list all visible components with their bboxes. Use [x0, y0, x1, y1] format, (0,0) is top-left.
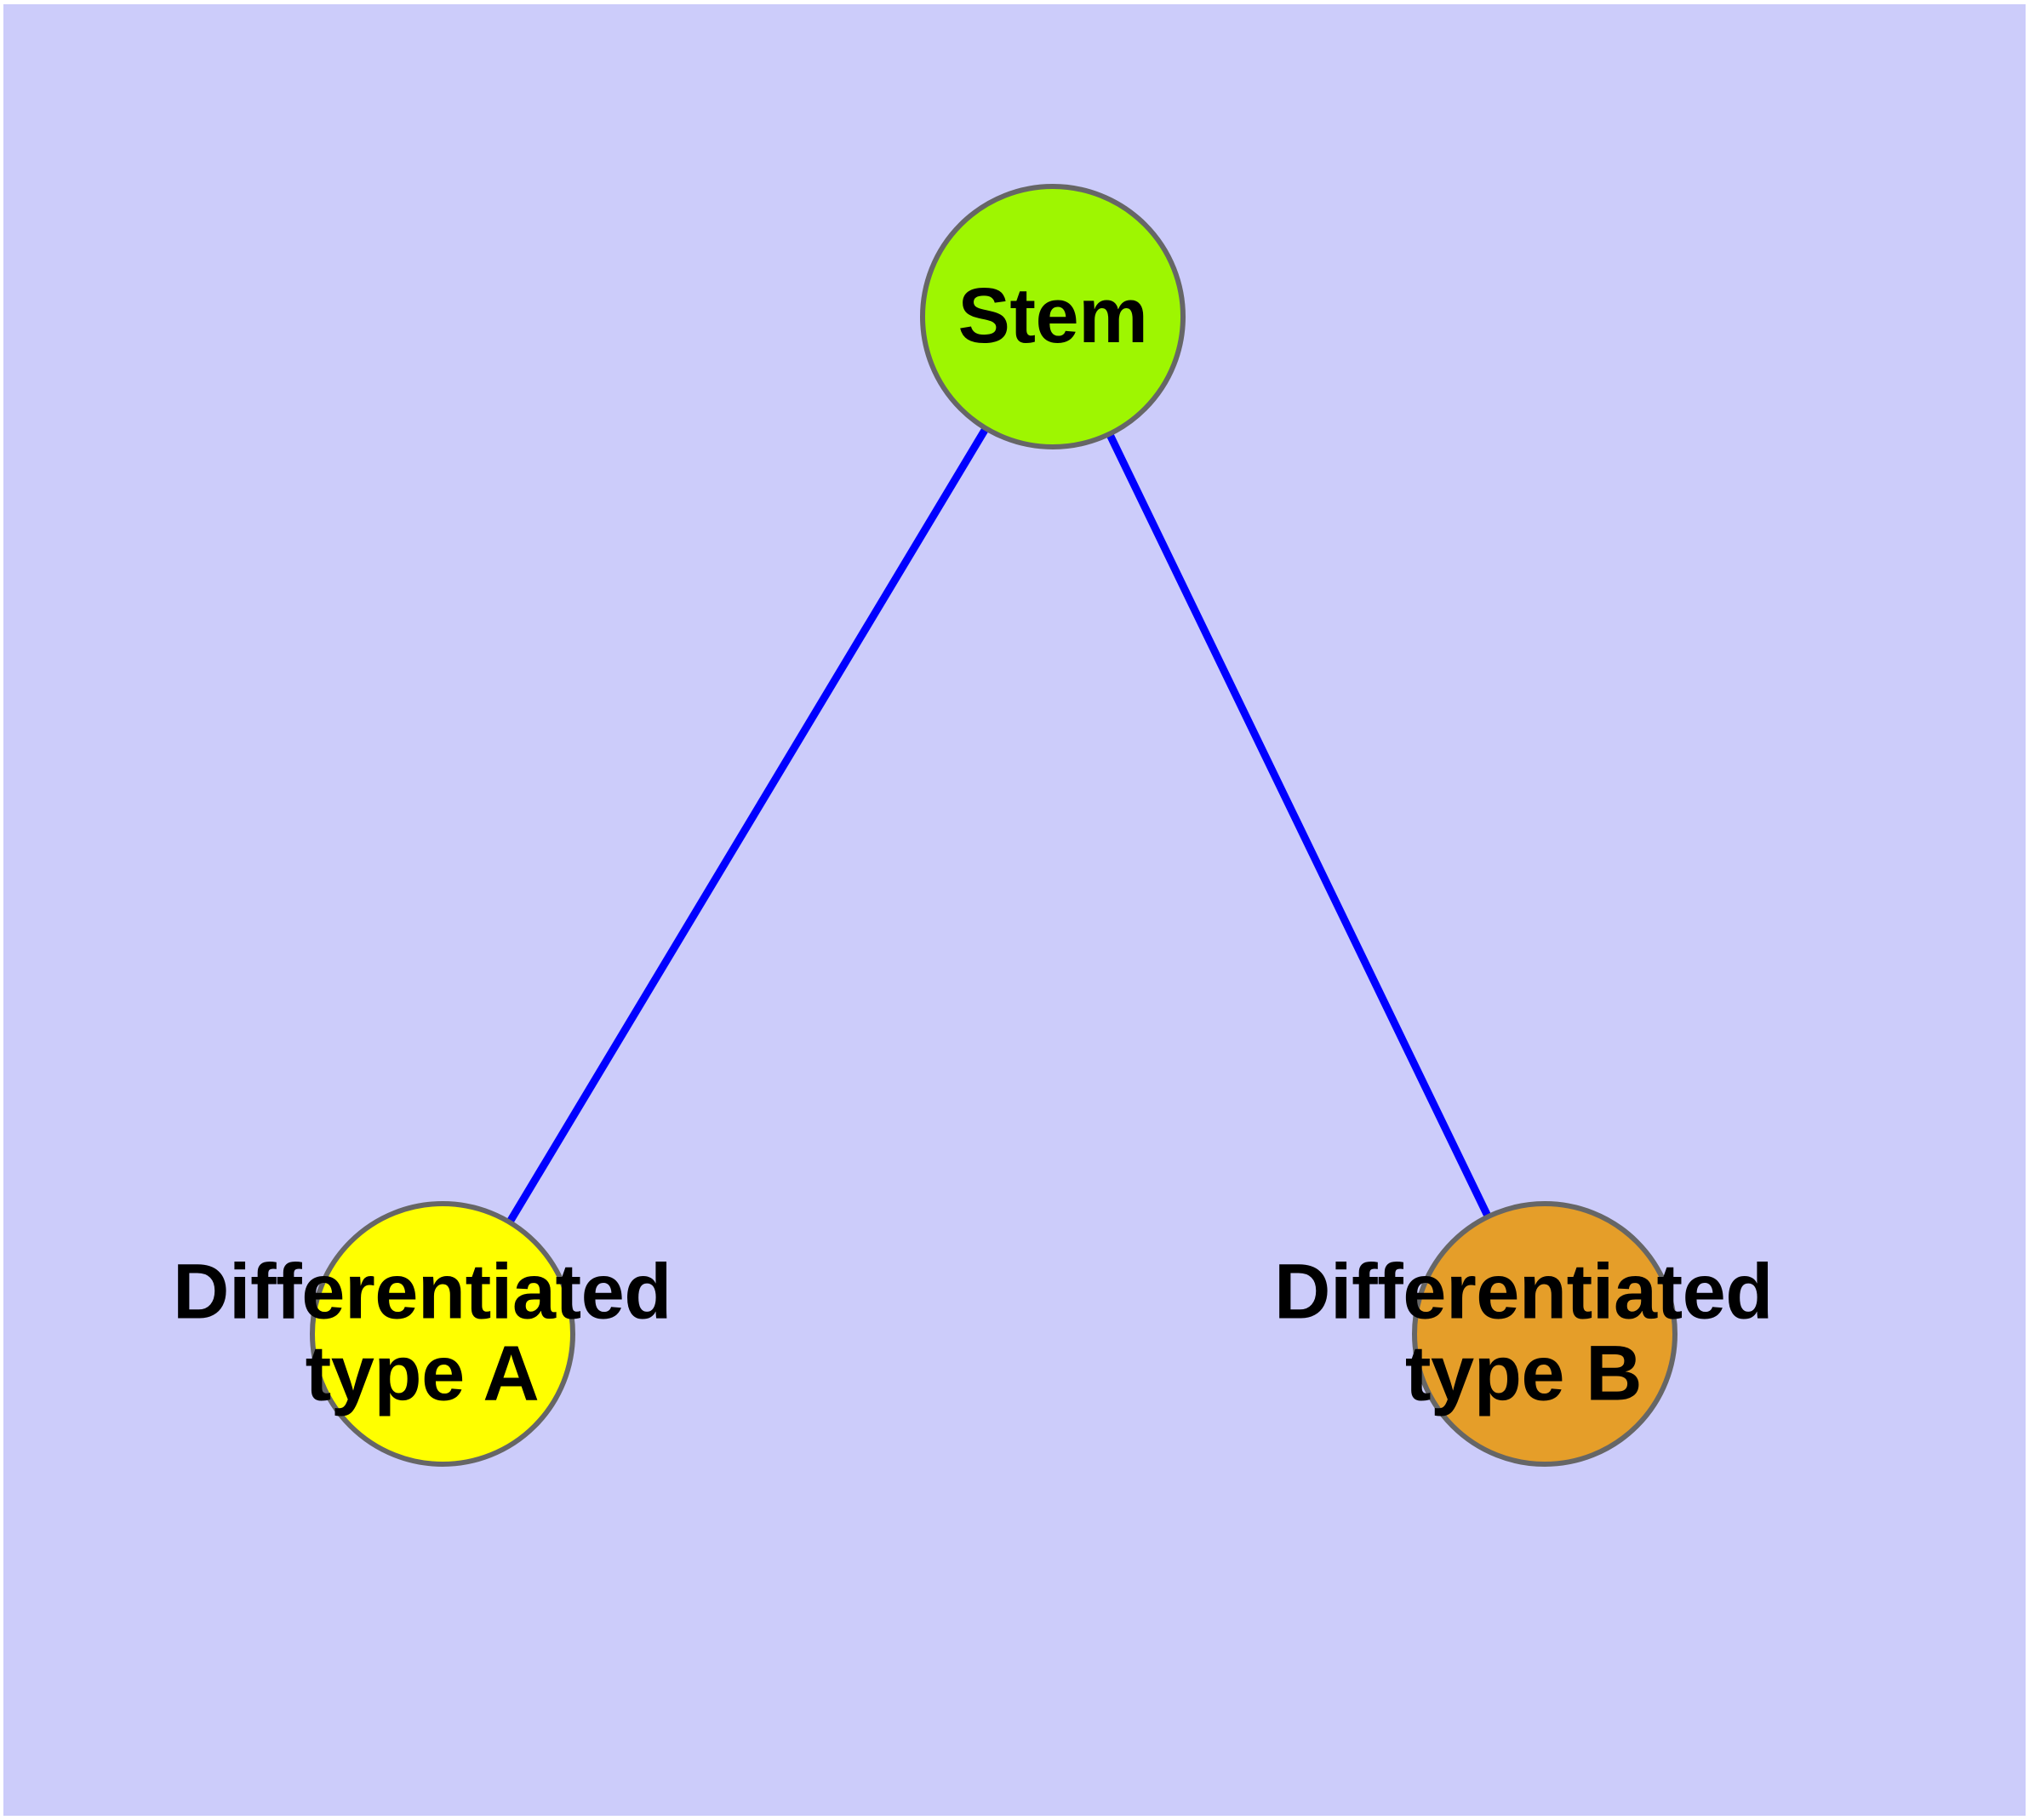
graph-edge-stem-diff_a [439, 314, 1056, 1336]
graph-node-diff_b[interactable] [1412, 1201, 1677, 1467]
graph-node-diff_a[interactable] [310, 1201, 575, 1467]
nodes-layer [310, 184, 1677, 1467]
edges-layer [439, 314, 1549, 1336]
graph-edge-stem-diff_b [1049, 315, 1549, 1336]
graph-node-stem[interactable] [920, 184, 1186, 449]
